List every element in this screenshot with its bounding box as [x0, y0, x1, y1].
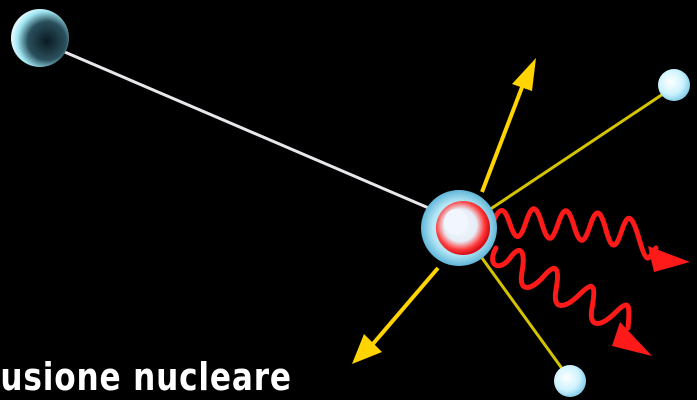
arrow-up-icon	[482, 58, 536, 192]
arrow-down-left-icon	[352, 268, 438, 364]
incoming-trajectory-line	[60, 50, 438, 212]
incoming-particle	[11, 9, 69, 67]
particle-lower-right	[554, 365, 586, 397]
caption-text: fusione nucleare	[0, 358, 292, 396]
gamma-wave-lower-icon	[493, 248, 652, 356]
particle-upper-right	[658, 69, 690, 101]
collision-nucleus	[421, 190, 497, 266]
